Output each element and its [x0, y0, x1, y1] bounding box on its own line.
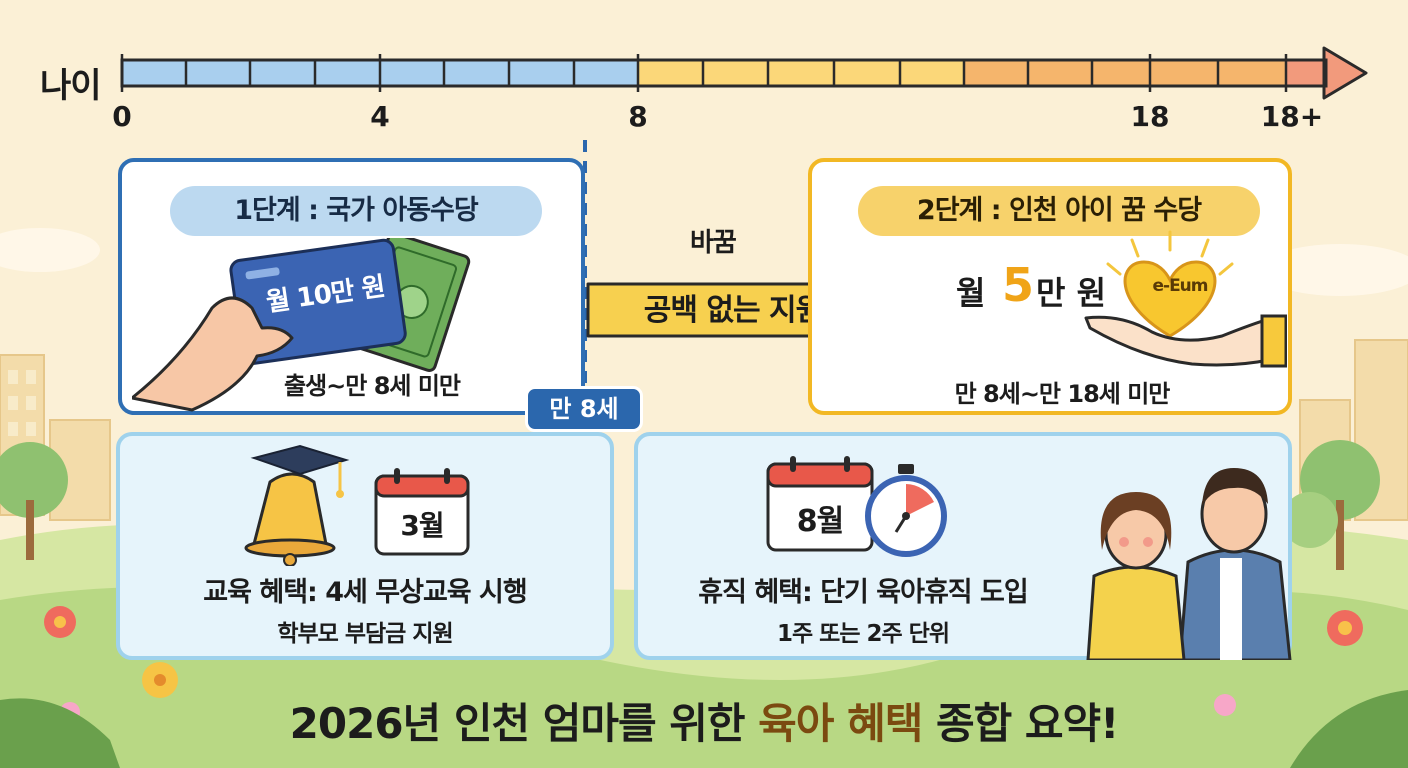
- stage2-amount-prefix: 월: [956, 274, 986, 312]
- stage1-title: 1단계 : 국가 아동수당: [170, 186, 542, 236]
- stage2-age-range: 만 8세~만 18세 미만: [954, 380, 1171, 408]
- stage2-card: 2단계 : 인천 아이 꿈 수당 월 5 만 원 e-Eum 만 8세~만 18…: [808, 158, 1292, 415]
- leave-calendar-label: 8월: [796, 504, 844, 539]
- leave-subtitle: 1주 또는 2주 단위: [777, 621, 950, 647]
- switch-label: 바꿈: [690, 228, 737, 258]
- main-title: 2026년 인천 엄마를 위한 육아 혜택 종합 요약!: [0, 690, 1408, 751]
- heart-label: e-Eum: [1152, 276, 1208, 296]
- stage1-card: 1단계 : 국가 아동수당 월 10만 원 출생~만 8세 미만: [118, 158, 585, 415]
- stage2-amount-number: 5: [1002, 258, 1035, 312]
- age-axis-label: 나이: [40, 66, 102, 106]
- stage2-amount-suffix: 만 원: [1036, 274, 1107, 312]
- stopwatch-icon: [865, 464, 947, 557]
- tick-label-0: 0: [112, 100, 132, 133]
- main-title-part1: 2026년 인천 엄마를 위한: [289, 699, 759, 748]
- education-card: 3월 교육 혜택: 4세 무상교육 시행 학부모 부담금 지원: [116, 432, 614, 660]
- edu-calendar-label: 3월: [400, 509, 444, 542]
- calendar-icon: [766, 456, 874, 552]
- bell-graduation-icon: [244, 444, 350, 566]
- tick-label-18: 18: [1130, 100, 1170, 133]
- parents-illustration: [1086, 468, 1292, 660]
- age8-badge: 만 8세: [525, 386, 643, 432]
- edu-subtitle: 학부모 부담금 지원: [277, 621, 453, 647]
- heart-in-hand-icon: [1084, 230, 1287, 368]
- main-title-highlight: 육아 혜택: [758, 699, 923, 748]
- tick-label-8: 8: [628, 100, 648, 133]
- tick-label-4: 4: [370, 100, 390, 133]
- main-title-part2: 종합 요약!: [922, 699, 1119, 748]
- edu-title: 교육 혜택: 4세 무상교육 시행: [203, 577, 527, 608]
- calendar-icon: [374, 468, 470, 556]
- arrow-label: 공백 없는 지원: [643, 293, 824, 328]
- tick-label-18-plus: 18+: [1260, 100, 1324, 133]
- leave-title: 휴직 혜택: 단기 육아휴직 도입: [698, 577, 1028, 608]
- leave-card: 8월 휴직 혜택: 단기 육아휴직 도입 1주 또는 2주 단위: [634, 432, 1292, 660]
- stage1-age-range: 출생~만 8세 미만: [284, 372, 461, 400]
- cash-card-icon: [132, 238, 471, 412]
- stage2-title: 2단계 : 인천 아이 꿈 수당: [858, 186, 1260, 236]
- age-timeline: [120, 46, 1368, 100]
